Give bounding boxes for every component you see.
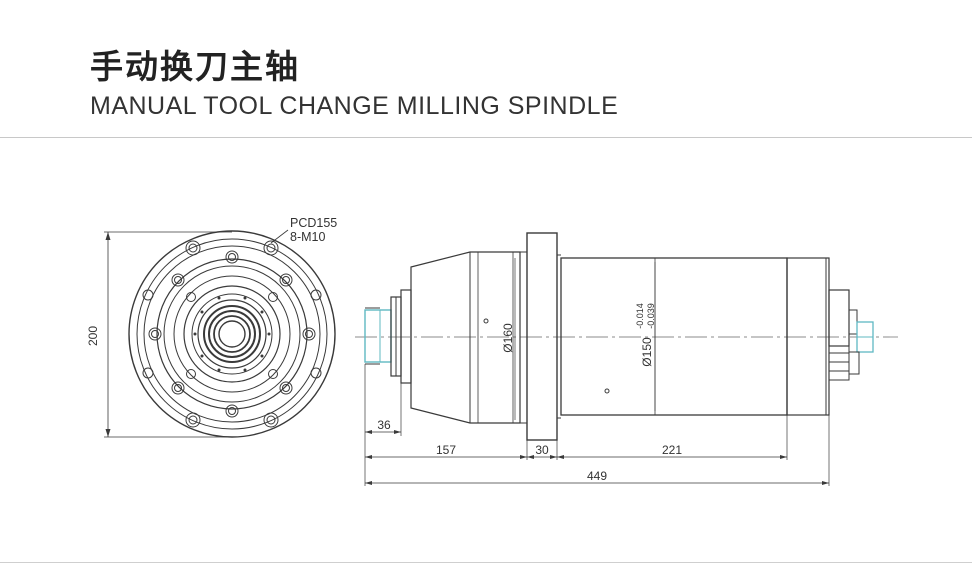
page-title-cn: 手动换刀主轴	[90, 47, 300, 86]
dim-449-label: 449	[587, 469, 607, 483]
tolerance-upper: -0.014	[635, 303, 645, 329]
dim-36-label: 36	[377, 418, 391, 432]
tolerance-lower: -0.039	[646, 303, 656, 329]
footer-divider	[0, 562, 972, 563]
bolt-spec-label: 8-M10	[290, 230, 325, 244]
dim-157-label: 157	[436, 443, 456, 457]
dia-160-label: Ø160	[501, 323, 515, 353]
front-view	[104, 229, 336, 438]
dim-30-label: 30	[535, 443, 549, 457]
side-view	[355, 232, 898, 486]
header-divider	[0, 137, 972, 138]
page-title-en: MANUAL TOOL CHANGE MILLING SPINDLE	[90, 92, 619, 120]
dim-height-label: 200	[86, 326, 100, 346]
bolt-holes	[148, 250, 316, 418]
dia-150-label: Ø150	[640, 337, 654, 367]
dim-221-label: 221	[662, 443, 682, 457]
pcd-label: PCD155	[290, 216, 337, 230]
